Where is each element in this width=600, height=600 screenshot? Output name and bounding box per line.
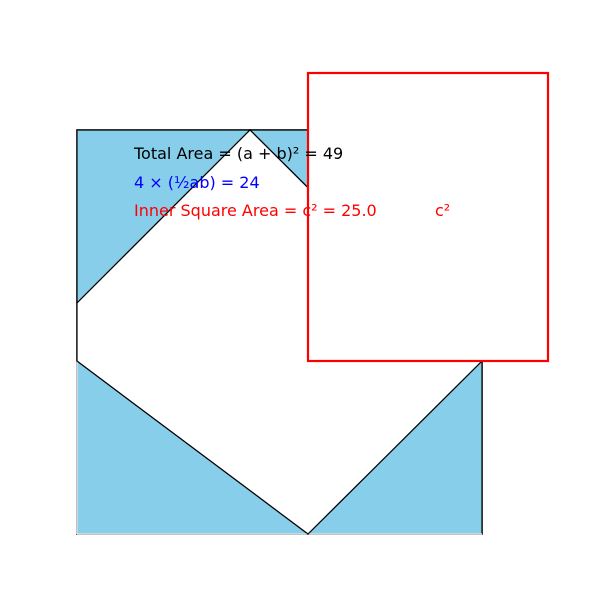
inner-square-area-label: Inner Square Area = c² = 25.0 (134, 201, 377, 220)
triangles-area-label: 4 × (½ab) = 24 (134, 173, 260, 192)
total-area-label: Total Area = (a + b)² = 49 (133, 144, 343, 163)
highlight-box (306, 71, 550, 363)
c-squared-label: c² (435, 201, 450, 220)
